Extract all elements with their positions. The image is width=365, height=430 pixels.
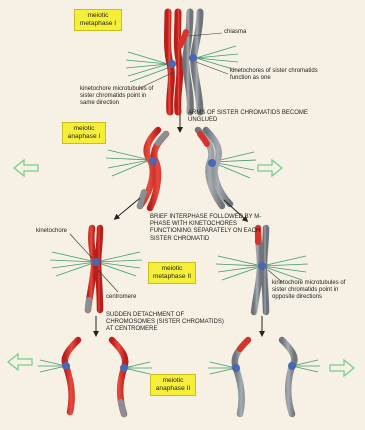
anaphase-2-right bbox=[208, 340, 320, 414]
stage-label-anaphase-2: meiotic anaphase II bbox=[150, 374, 196, 396]
kinetochore-icon bbox=[232, 364, 240, 372]
kinetochore-icon bbox=[149, 157, 157, 165]
microtubule-spindle-icon bbox=[208, 360, 320, 374]
kinetochore-icon bbox=[288, 362, 296, 370]
microtubules-opposite-direction-label: kinetochore microtubules of sister chrom… bbox=[272, 280, 360, 302]
kinetochore-icon bbox=[168, 60, 176, 68]
kinetochore-label: kinetochore bbox=[36, 228, 67, 235]
kinetochores-function-as-one-label: kinetochores of sister chromatids functi… bbox=[230, 68, 320, 82]
microtubule-spindle-icon bbox=[38, 360, 152, 374]
chiasma-label: chiasma bbox=[224, 29, 246, 36]
anaphase-2-left bbox=[38, 340, 152, 414]
chromosome-icon bbox=[235, 340, 295, 414]
interphase-caption: BRIEF INTERPHASE FOLLOWED BY M-PHASE WIT… bbox=[150, 214, 270, 243]
sudden-detachment-caption: SUDDEN DETACHMENT OF CHROMOSOMES (SISTER… bbox=[106, 312, 224, 334]
pole-direction-arrow-icon bbox=[330, 360, 354, 376]
kinetochore-icon bbox=[62, 362, 70, 370]
stage-label-metaphase-1: meiotic metaphase I bbox=[74, 9, 122, 31]
microtubules-same-direction-label: kinetochore microtubules of sister chrom… bbox=[80, 86, 160, 108]
kinetochore-icon bbox=[189, 54, 197, 62]
kinetochore-icon bbox=[208, 159, 216, 167]
stage-label-anaphase-1: meiotic anaphase I bbox=[62, 122, 106, 144]
flow-arrow-icon bbox=[116, 198, 140, 218]
pole-direction-arrow-icon bbox=[8, 354, 32, 370]
kinetochore-icon bbox=[120, 364, 128, 372]
chromosome-icon bbox=[198, 130, 230, 206]
centromere-label: centromere bbox=[106, 294, 136, 301]
kinetochore-icon bbox=[92, 258, 100, 266]
pole-direction-arrow-icon bbox=[258, 160, 282, 176]
stage-label-metaphase-2: meiotic metaphase II bbox=[148, 262, 196, 284]
chromosome-icon bbox=[88, 228, 100, 310]
chromosome-icon bbox=[65, 340, 126, 414]
arms-unglued-caption: ARMS OF SISTER CHROMATIDS BECOME UNGLUED bbox=[188, 110, 318, 124]
anaphase-1-chromosomes bbox=[106, 130, 256, 208]
pole-direction-arrow-icon bbox=[14, 160, 38, 176]
microtubule-spindle-icon bbox=[106, 150, 256, 178]
chromosome-icon bbox=[140, 130, 166, 208]
kinetochore-icon bbox=[258, 262, 266, 270]
chromosome-icon bbox=[180, 12, 200, 112]
